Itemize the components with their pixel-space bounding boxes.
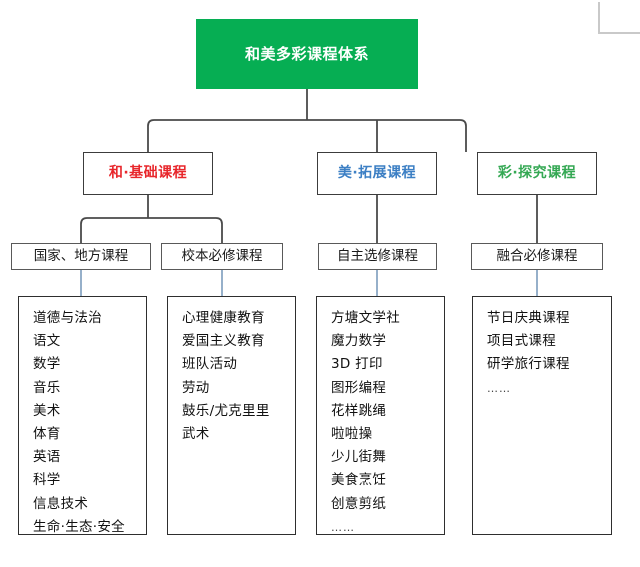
course-item: 少儿街舞 [331,449,387,466]
course-item: 劳动 [182,379,210,396]
category-node-school-required-label: 校本必修课程 [181,248,263,265]
course-item: 爱国主义教育 [182,333,265,350]
course-item: 心理健康教育 [182,310,265,326]
course-list-self-elective: 方塘文学社魔力数学 3D 打印图形编程花样跳绳啦啦操少儿街舞美食烹饪创意剪纸 …… [316,296,445,535]
branch-node-3[interactable]: 彩·探究课程 [477,152,597,195]
course-item: 图形编程 [331,379,387,396]
branch-node-3-label: 彩·探究课程 [497,165,577,182]
course-item: 科学 [33,472,61,489]
course-item: 音乐 [33,379,61,396]
branch-node-1[interactable]: 和·基础课程 [83,152,213,195]
category-node-self-elective-label: 自主选修课程 [337,248,418,265]
course-item: 英语 [33,449,61,466]
course-item: …… [331,520,355,534]
course-item: 魔力数学 [331,333,387,350]
course-item: 美术 [33,402,61,419]
root-node-label: 和美多彩课程体系 [244,45,369,63]
course-item: 美食烹饪 [331,472,387,489]
course-item: 3D 打印 [331,356,383,373]
category-node-self-elective[interactable]: 自主选修课程 [318,243,437,270]
course-item: 体育 [33,426,61,443]
course-item: 方塘文学社 [331,310,400,326]
branch-node-1-label: 和·基础课程 [108,165,188,182]
course-list-integrated-required: 节日庆典课程项目式课程研学旅行课程 …… [472,296,612,535]
course-list-national-local: 道德与法治语文数学音乐美术体育英语科学信息技术生命·生态·安全 [18,296,147,535]
branch-node-2[interactable]: 美·拓展课程 [317,152,437,195]
course-item: 班队活动 [182,356,238,373]
course-item: 信息技术 [33,495,89,512]
course-item: 研学旅行课程 [487,356,570,373]
page-corner-artifact [598,2,640,34]
category-node-national-local[interactable]: 国家、地方课程 [11,243,151,270]
branch-node-2-label: 美·拓展课程 [337,165,417,182]
category-node-school-required[interactable]: 校本必修课程 [161,243,283,270]
course-item: 武术 [182,426,210,443]
course-item: 道德与法治 [33,310,102,326]
course-item: 生命·生态·安全 [33,518,125,535]
category-node-national-local-label: 国家、地方课程 [33,248,129,265]
course-item: 鼓乐/尤克里里 [182,402,270,419]
category-node-integrated-required[interactable]: 融合必修课程 [471,243,603,270]
course-item: 花样跳绳 [331,402,387,419]
course-item: 节日庆典课程 [487,310,570,326]
root-node[interactable]: 和美多彩课程体系 [196,19,418,89]
course-list-school-required: 心理健康教育爱国主义教育班队活动劳动鼓乐/尤克里里武术 [167,296,296,535]
course-item: …… [487,381,511,395]
course-item: 语文 [33,333,61,350]
category-node-integrated-required-label: 融合必修课程 [496,248,578,265]
course-item: 数学 [33,356,61,373]
course-item: 项目式课程 [487,333,556,350]
course-item: 创意剪纸 [331,495,387,512]
course-item: 啦啦操 [331,426,373,443]
